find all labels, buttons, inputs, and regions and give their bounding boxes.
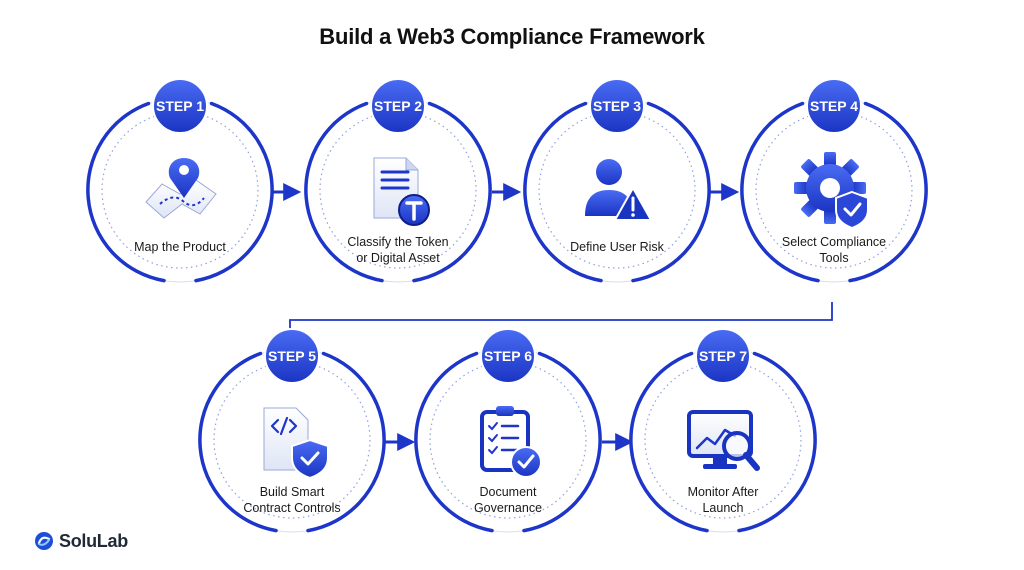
step-4-right-arc [848, 101, 928, 283]
step-5-inner-ring [213, 361, 371, 519]
step-1-left-arc [86, 101, 166, 283]
step-7-badge [695, 328, 751, 384]
user-warning-icon [585, 159, 652, 221]
step-1-inner-ring [101, 111, 259, 269]
step-5-left-arc [198, 351, 278, 533]
step-2-badge [370, 78, 426, 134]
map-pin-icon [145, 158, 217, 219]
step-6-left-arc [414, 351, 494, 533]
step-3-left-arc [523, 101, 603, 283]
step-7-label-line-1: Monitor After [688, 485, 759, 499]
step-6-badge-label: STEP 6 [484, 348, 532, 364]
step-4-left-arc [740, 101, 820, 283]
monitor-search-icon [687, 410, 760, 471]
step-2-label-line-2: or Digital Asset [356, 251, 440, 265]
arrow-4-5 [284, 302, 833, 341]
step-2-right-arc [412, 101, 492, 283]
step-1-right-arc [194, 101, 274, 283]
step-3-badge-label: STEP 3 [593, 98, 641, 114]
step-5-right-arc [306, 351, 386, 533]
step-1-badge [152, 78, 208, 134]
step-1: STEP 1 Map the Product [86, 78, 274, 283]
step-2-inner-ring [319, 111, 477, 269]
gear-shield-icon [794, 152, 869, 230]
step-3-label-line-1: Define User Risk [570, 240, 665, 254]
logo-text: SoluLab [59, 530, 128, 551]
step-7-left-arc [629, 351, 709, 533]
step-2: STEP 2 Classify the Token or Digital Asset [304, 78, 492, 283]
step-3-badge [589, 78, 645, 134]
clipboard-check-icon [480, 406, 542, 478]
code-shield-icon [263, 407, 329, 480]
step-5-badge-label: STEP 5 [268, 348, 316, 364]
step-5-badge [264, 328, 320, 384]
step-5-label-line-1: Build Smart [260, 485, 325, 499]
solulab-logo: SoluLab [34, 530, 128, 552]
step-1-badge-label: STEP 1 [156, 98, 204, 114]
step-7-inner-ring [644, 361, 802, 519]
solulab-logo-icon [35, 532, 53, 550]
connector-arrows [272, 183, 833, 451]
step-4-badge-label: STEP 4 [810, 98, 858, 114]
step-5-label-line-2: Contract Controls [243, 501, 340, 515]
step-6-label-line-2: Governance [474, 501, 542, 515]
token-document-icon [373, 157, 430, 226]
step-3-right-arc [631, 101, 711, 283]
step-4-inner-ring [755, 111, 913, 269]
step-4-label-line-1: Select Compliance [782, 235, 886, 249]
step-6-right-arc [522, 351, 602, 533]
step-7-label-line-2: Launch [702, 501, 743, 515]
step-2-badge-label: STEP 2 [374, 98, 422, 114]
page-title: Build a Web3 Compliance Framework [319, 24, 705, 49]
step-3: STEP 3 Define User Risk [523, 78, 711, 283]
step-2-label-line-1: Classify the Token [347, 235, 448, 249]
step-7-right-arc [737, 351, 817, 533]
step-3-inner-ring [538, 111, 696, 269]
step-4-label-line-2: Tools [819, 251, 848, 265]
step-4-badge [806, 78, 862, 134]
step-1-label-line-1: Map the Product [134, 240, 226, 254]
step-2-left-arc [304, 101, 384, 283]
step-6-inner-ring [429, 361, 587, 519]
step-7-badge-label: STEP 7 [699, 348, 747, 364]
step-6-badge [480, 328, 536, 384]
step-6-label-line-1: Document [480, 485, 537, 499]
